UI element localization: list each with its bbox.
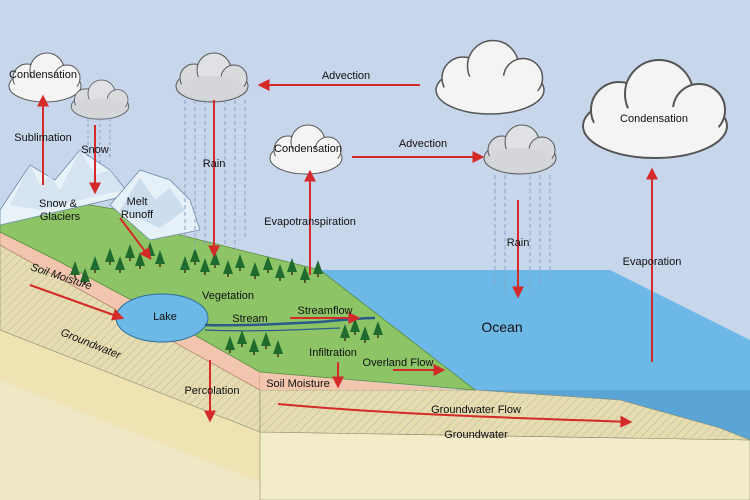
label-overland-flow: Overland Flow (363, 357, 434, 369)
label-snow-glaciers-1: Snow & (39, 198, 78, 210)
label-melt-runoff-1: Melt (127, 196, 148, 208)
label-condensation-top-left: Condensation (9, 69, 77, 81)
land-surface (0, 199, 477, 391)
ocean-front (475, 390, 750, 440)
label-ocean: Ocean (481, 319, 522, 335)
arrow-soil-moisture (29, 284, 125, 321)
snow-streaks (87, 118, 111, 165)
label-advection-top: Advection (322, 70, 370, 82)
label-evaporation: Evaporation (623, 256, 682, 268)
bedrock-front (259, 431, 750, 500)
label-snow-glaciers-2: Glaciers (40, 211, 81, 223)
rain-streaks-left (184, 100, 246, 250)
label-condensation-middle: Condensation (274, 143, 342, 155)
label-soil-moisture-right: Soil Moisture (266, 378, 330, 390)
label-groundwater-right: Groundwater (444, 429, 508, 441)
label-melt-runoff-2: Runoff (121, 209, 154, 221)
bedrock-left (0, 380, 260, 500)
label-streamflow: Streamflow (297, 305, 352, 317)
arrows (29, 79, 658, 428)
label-advection-middle: Advection (399, 138, 447, 150)
ocean-surface (320, 270, 750, 390)
label-vegetation: Vegetation (202, 290, 254, 302)
label-sublimation: Sublimation (14, 132, 71, 144)
arrow-melt-runoff (119, 217, 152, 260)
label-rain-ocean: Rain (507, 237, 530, 249)
label-stream: Stream (232, 313, 267, 325)
label-snow: Snow (81, 144, 109, 156)
label-infiltration: Infiltration (309, 347, 357, 359)
label-percolation: Percolation (184, 385, 239, 397)
label-condensation-right: Condensation (620, 113, 688, 125)
label-groundwater-flow: Groundwater Flow (431, 404, 521, 416)
groundwater-layer-left-lower (0, 330, 260, 482)
label-rain-left: Rain (203, 158, 226, 170)
rain-streaks-ocean (494, 175, 551, 295)
label-lake: Lake (153, 311, 177, 323)
label-evapotranspiration: Evapotranspiration (264, 216, 356, 228)
arrow-groundwater-flow (277, 403, 633, 428)
